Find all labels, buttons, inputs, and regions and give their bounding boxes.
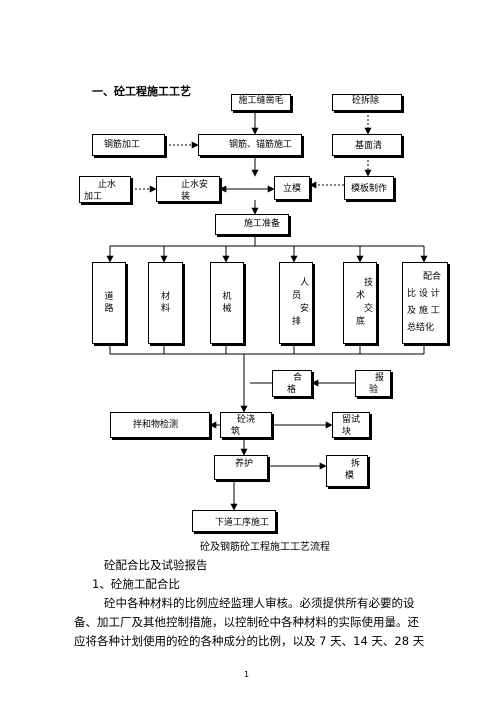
flow-box-tech-brief: 技 术 交 底 xyxy=(343,262,377,344)
flow-box-road: 道 路 xyxy=(92,262,126,344)
body-line-3: 应将各种计划使用的砼的各种成分的比例，以及 7 天、14 天、28 天 xyxy=(74,634,425,648)
flow-box-curing: 养护 xyxy=(214,455,268,480)
body-line-1: 砼中各种材料的比例应经监理人审核。必须提供所有必要的设 xyxy=(104,596,415,610)
flow-box-construction-joint: 施工缝凿毛 xyxy=(231,94,291,111)
flow-box-pour: 砼浇 筑 xyxy=(220,412,272,438)
flow-box-report: 报 验 xyxy=(355,370,391,397)
flow-box-qualified: 合 格 xyxy=(272,370,312,397)
flow-box-erect-formwork: 立模 xyxy=(274,176,310,200)
flow-box-construction-prep: 施工准备 xyxy=(215,214,289,235)
flow-box-formwork-making: 模板制作 xyxy=(344,176,394,200)
section-heading: 一、砼工程施工工艺 xyxy=(92,85,191,98)
flow-box-waterstop-processing: 止水 加工 xyxy=(79,176,131,203)
flow-box-sample: 留试 块 xyxy=(332,412,370,438)
flow-box-rebar-anchor: 钢筋、锚筋施工 xyxy=(198,134,302,156)
diagram-caption: 砼及钢筋砼工程施工工艺流程 xyxy=(200,542,330,553)
flow-box-base-clean: 基面清 xyxy=(332,134,402,156)
flow-box-mix-design: 配合 比 设 计 及 施 工 总结化 xyxy=(402,262,448,344)
report-subtitle: 砼配合比及试验报告 xyxy=(104,558,208,572)
body-line-2: 备、加工厂及其他控制措施，以控制砼中各种材料的实际使用量。还 xyxy=(74,615,419,629)
flow-box-demold: 拆 模 xyxy=(326,455,368,487)
section-title: 1、砼施工配合比 xyxy=(92,577,180,591)
flow-box-mix-test: 拌和物检测 xyxy=(110,412,210,438)
flow-box-materials: 材 料 xyxy=(148,262,183,344)
flow-box-concrete-removal: 砼拆除 xyxy=(332,94,402,111)
flow-box-next-step: 下道工序施工 xyxy=(192,510,276,532)
flow-box-rebar-processing: 钢筋加工 xyxy=(92,134,165,156)
page-number: 1 xyxy=(244,670,250,679)
flow-box-personnel: 人 员 安 排 xyxy=(279,262,313,344)
flow-box-machinery: 机 械 xyxy=(210,262,244,344)
flow-box-waterstop-install: 止水安 装 xyxy=(156,176,220,202)
